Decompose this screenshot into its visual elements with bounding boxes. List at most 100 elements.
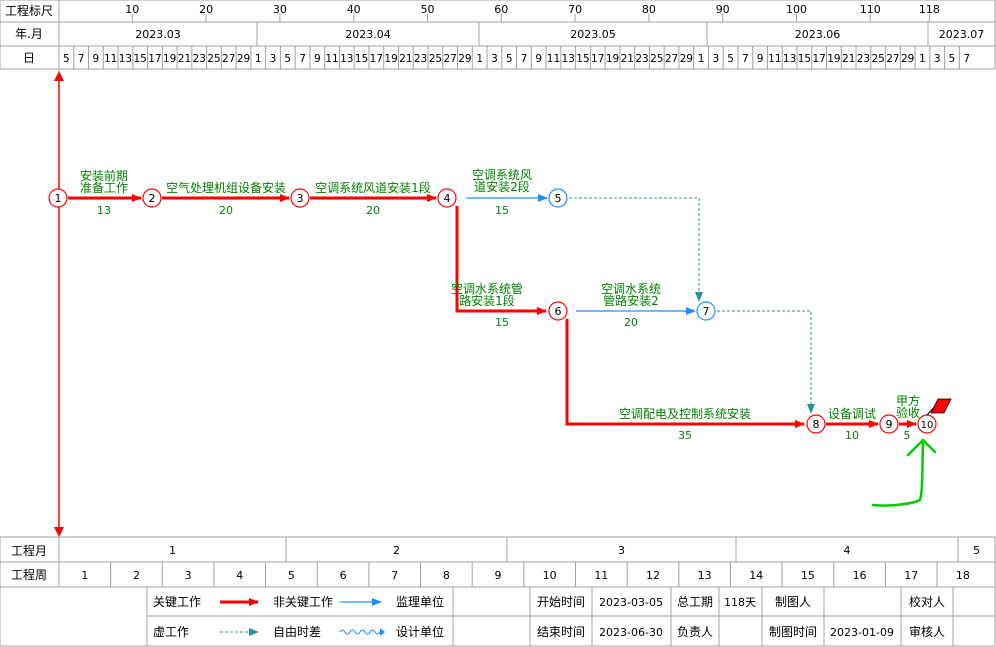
node-2[interactable]: 2 (142, 188, 162, 208)
node-6[interactable]: 6 (548, 301, 568, 321)
arrow-4-6 (455, 206, 547, 315)
activity-duration: 20 (624, 316, 638, 329)
day-label: 21 (842, 53, 855, 65)
total-duration-value: 118天 (724, 596, 756, 609)
node-1[interactable]: 1 (48, 188, 68, 208)
day-label: 17 (148, 53, 161, 65)
activity-label-a5: 空调水系统管 路安装1段 15 (451, 281, 523, 329)
day-label: 5 (727, 53, 734, 65)
day-label: 21 (178, 53, 191, 65)
day-label: 3 (934, 53, 941, 65)
day-label: 17 (591, 53, 604, 65)
node-4[interactable]: 4 (437, 188, 457, 208)
month-label: 2023.04 (345, 28, 391, 41)
day-label: 15 (576, 53, 589, 65)
total-duration-label: 总工期 (677, 595, 713, 609)
ruler-tick-label: 70 (568, 3, 582, 16)
project-week-cell: 12 (646, 569, 660, 582)
node-5[interactable]: 5 (548, 188, 568, 208)
day-label: 9 (93, 53, 100, 65)
day-label: 19 (384, 53, 397, 65)
activity-name-line: 空调水系统 (601, 282, 661, 296)
node-10[interactable]: 10 (917, 414, 937, 434)
activity-name-line: 准备工作 (80, 181, 128, 195)
legend-dummy-label: 虚工作 (153, 625, 189, 639)
day-label: 7 (742, 53, 749, 65)
day-label: 7 (299, 53, 306, 65)
ruler-tick-label: 40 (347, 3, 361, 16)
day-label: 5 (949, 53, 956, 65)
activity-label-a4: 空调系统风 道安装2段 15 (472, 168, 532, 217)
day-label: 27 (443, 53, 456, 65)
day-label: 17 (370, 53, 383, 65)
day-label: 29 (680, 53, 693, 65)
node-number: 2 (149, 192, 156, 205)
network-area: 安装前期 准备工作 13 空气处理机组设备安装 20 空调系统风道安装1段 20… (48, 69, 952, 537)
project-month-cell: 4 (844, 544, 851, 557)
ruler-tick-label: 118 (919, 3, 940, 16)
day-label: 11 (104, 53, 117, 65)
end-time-value: 2023-06-30 (599, 626, 663, 639)
node-7[interactable]: 7 (696, 301, 716, 321)
node-number: 8 (813, 418, 820, 431)
day-label: 1 (476, 53, 483, 65)
activity-name-line: 设备调试 (828, 406, 876, 421)
day-label: 27 (222, 53, 235, 65)
legend-design-wave-icon (339, 629, 381, 635)
project-week-cell: 13 (698, 569, 712, 582)
activity-label-a8: 设备调试 10 (828, 406, 876, 442)
month-label: 2023.05 (570, 28, 616, 41)
day-label: 1 (255, 53, 262, 65)
activity-duration: 35 (678, 429, 692, 442)
day-label: 23 (414, 53, 427, 65)
day-label: 3 (270, 53, 277, 65)
node-number: 3 (297, 192, 304, 205)
project-week-cell: 9 (495, 569, 502, 582)
day-label: 13 (783, 53, 796, 65)
month-row-label: 年.月 (15, 27, 43, 41)
finish-flag-icon (926, 398, 952, 416)
activity-duration: 15 (495, 204, 509, 217)
node-number: 6 (555, 305, 562, 318)
activity-label-a2: 空气处理机组设备安装 20 (166, 180, 286, 217)
legend-supervisor-label: 监理单位 (396, 594, 444, 609)
project-week-cell: 17 (904, 569, 918, 582)
day-label: 25 (207, 53, 220, 65)
day-label: 5 (63, 53, 70, 65)
day-label: 11 (768, 53, 781, 65)
day-label: 5 (284, 53, 291, 65)
project-week-cell: 1 (81, 569, 88, 582)
day-label: 15 (355, 53, 368, 65)
node-8[interactable]: 8 (806, 414, 826, 434)
project-week-cell: 6 (340, 569, 347, 582)
activity-label-a3: 空调系统风道安装1段 20 (315, 180, 431, 217)
node-number: 4 (444, 192, 451, 205)
day-label: 19 (606, 53, 619, 65)
day-label: 29 (458, 53, 471, 65)
day-label: 25 (650, 53, 663, 65)
activity-name-line: 甲方 (896, 393, 920, 408)
ruler-tick-label: 100 (786, 3, 807, 16)
month-label: 2023.03 (135, 28, 181, 41)
day-row-label: 日 (23, 51, 35, 65)
day-label: 25 (429, 53, 442, 65)
node-3[interactable]: 3 (290, 188, 310, 208)
project-week-cell: 10 (543, 569, 557, 582)
activity-name-line: 空调配电及控制系统安装 (619, 406, 751, 421)
day-label: 3 (491, 53, 498, 65)
legend-noncritical-label: 非关键工作 (273, 595, 333, 609)
activity-duration: 13 (97, 204, 111, 217)
hand-drawn-arrow-icon (871, 438, 937, 507)
day-label: 21 (621, 53, 634, 65)
day-label: 29 (901, 53, 914, 65)
day-label: 5 (506, 53, 513, 65)
node-9[interactable]: 9 (879, 414, 899, 434)
activity-name-line: 空调系统风 (472, 168, 532, 182)
reviewer-label: 审核人 (909, 624, 945, 639)
dummy-5-7 (569, 197, 703, 302)
